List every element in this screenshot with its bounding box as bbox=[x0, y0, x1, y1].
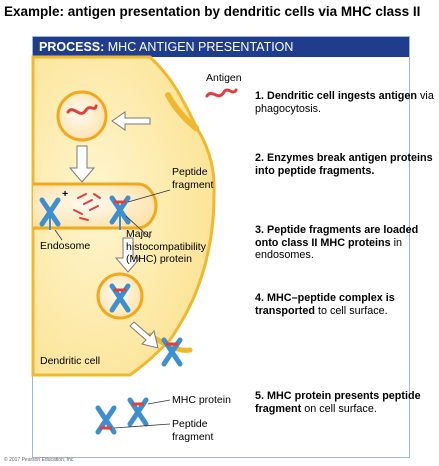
arrow-down-1 bbox=[68, 145, 96, 183]
copyright: © 2017 Pearson Education, Inc. bbox=[4, 457, 75, 463]
plus-sign: + bbox=[62, 188, 69, 200]
step-4: 4. MHC–peptide complex is transported to… bbox=[255, 292, 395, 317]
peptide-fragments-icon bbox=[73, 193, 101, 221]
antigen-label: Antigen bbox=[206, 72, 242, 84]
mhc-protein-label: MHC protein bbox=[172, 394, 231, 406]
step-2: 2. Enzymes break antigen proteins into p… bbox=[255, 152, 433, 177]
mhc-peptide-complex-icon bbox=[109, 195, 131, 230]
banner-prefix: PROCESS: bbox=[39, 40, 105, 54]
page-title: Example: antigen presentation by dendrit… bbox=[4, 4, 421, 19]
phagosome-vesicle bbox=[56, 90, 108, 142]
dendritic-cell-label: Dendritic cell bbox=[40, 355, 101, 367]
step-5: 5. MHC protein presents peptide fragment… bbox=[255, 390, 421, 415]
external-antigen-icon bbox=[205, 88, 238, 98]
mhc-peptide-vesicle-icon bbox=[109, 283, 131, 313]
peptide-fragment-label: Peptide fragment bbox=[172, 166, 214, 191]
peptide-fragment-bottom-label: Peptide fragment bbox=[172, 418, 214, 443]
endosome-label: Endosome bbox=[40, 240, 91, 252]
step-3: 3. Peptide fragments are loaded onto cla… bbox=[255, 224, 419, 261]
mhc-protein-icon bbox=[39, 197, 61, 230]
arrow-transport bbox=[129, 321, 159, 349]
presented-mhc-left-icon bbox=[95, 405, 117, 435]
process-banner: PROCESS: MHC ANTIGEN PRESENTATION bbox=[33, 37, 409, 57]
arrow-ingest bbox=[111, 111, 151, 131]
mhc-label: Major histocompatibility (MHC) protein bbox=[126, 228, 206, 265]
presented-mhc-right-icon bbox=[127, 397, 149, 427]
arrow-down-2 bbox=[114, 237, 142, 273]
antigen-icon bbox=[66, 104, 98, 115]
step-1: 1. Dendritic cell ingests antigen via ph… bbox=[255, 90, 434, 115]
banner-text: MHC ANTIGEN PRESENTATION bbox=[104, 40, 294, 54]
mhc-membrane-icon bbox=[161, 337, 183, 367]
